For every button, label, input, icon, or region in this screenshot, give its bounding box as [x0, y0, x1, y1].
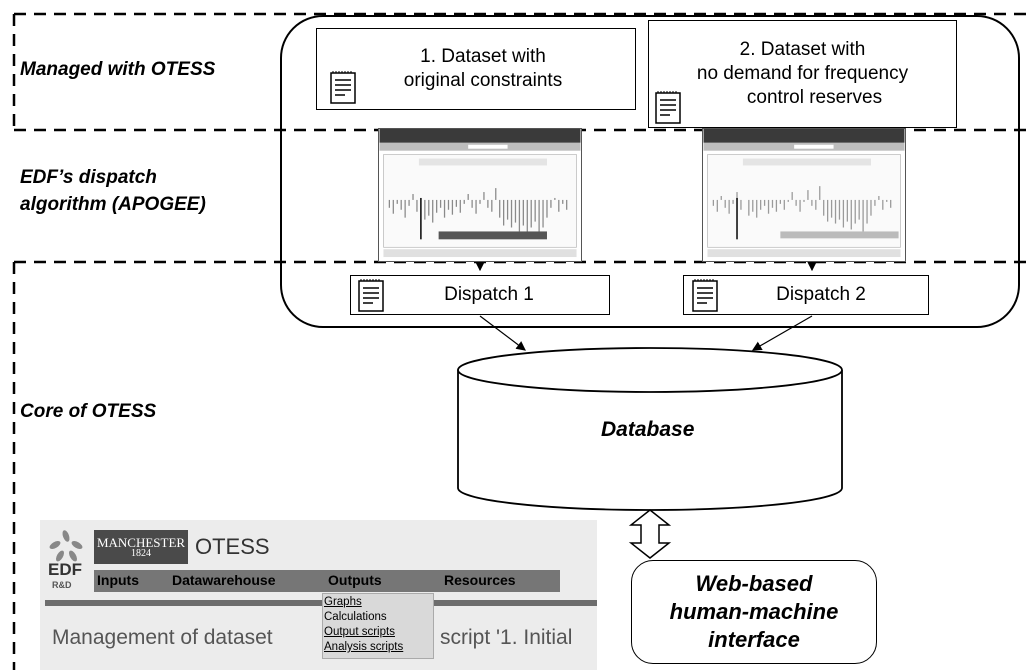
- menu-datawarehouse[interactable]: Datawarehouse: [172, 572, 276, 588]
- region-edf-label-line2: algorithm (APOGEE): [20, 194, 206, 215]
- document-icon: [655, 91, 681, 124]
- dataset-1-line1: 1. Dataset with: [420, 46, 546, 67]
- web-menubar: [94, 570, 560, 592]
- menu-resources[interactable]: Resources: [444, 572, 516, 588]
- dataset-2-line3: control reserves: [746, 87, 883, 108]
- bidirectional-arrow: [628, 509, 672, 559]
- edf-rd-text: R&D: [52, 580, 72, 590]
- web-hmi-box: Web-based human-machine interface: [631, 560, 877, 664]
- database-cylinder: [457, 347, 843, 511]
- process-container: [280, 15, 1020, 328]
- dispatch-2-label: Dispatch 2: [776, 284, 866, 305]
- manchester-logo: MANCHESTER 1824: [94, 530, 188, 564]
- dataset-2-box: 2. Dataset with no demand for frequency …: [648, 20, 957, 128]
- dropdown-item-graphs[interactable]: Graphs: [324, 596, 362, 608]
- arrow-dispatch1-to-db: [479, 315, 526, 351]
- edf-logo-text: EDF: [48, 560, 82, 579]
- hmi-line2: human-machine: [669, 599, 839, 624]
- dropdown-item-calculations[interactable]: Calculations: [324, 611, 387, 623]
- dropdown-item-output-scripts[interactable]: Output scripts: [324, 626, 395, 638]
- hmi-line1: Web-based: [695, 571, 813, 596]
- arrow-dispatch2-to-db: [751, 315, 813, 351]
- page-heading-left: Management of dataset: [52, 626, 273, 649]
- dispatch-1-label: Dispatch 1: [444, 284, 534, 305]
- dataset-1-box: 1. Dataset with original constraints: [316, 28, 636, 110]
- document-icon: [692, 279, 718, 312]
- menu-inputs[interactable]: Inputs: [97, 572, 139, 588]
- dropdown-item-analysis-scripts[interactable]: Analysis scripts: [324, 641, 404, 653]
- apogee-screenshot-2: [702, 128, 906, 262]
- dispatch-1-box: Dispatch 1: [350, 275, 610, 315]
- region-managed-label: Managed with OTESS: [20, 59, 216, 80]
- dataset-1-line2: original constraints: [403, 70, 563, 91]
- dispatch-2-box: Dispatch 2: [683, 275, 929, 315]
- manchester-logo-text: MANCHESTER: [96, 534, 186, 550]
- apogee-screenshot-1: [378, 128, 582, 262]
- hmi-line3: interface: [708, 627, 800, 652]
- database-label: Database: [601, 418, 695, 441]
- document-icon: [330, 71, 356, 104]
- dataset-2-line1: 2. Dataset with: [739, 39, 866, 60]
- otess-app-title: OTESS: [195, 534, 270, 559]
- edf-logo: [49, 530, 83, 562]
- menu-outputs[interactable]: Outputs: [328, 572, 382, 588]
- document-icon: [358, 279, 384, 312]
- outputs-dropdown-menu: [322, 593, 434, 659]
- region-core-label: Core of OTESS: [20, 401, 157, 422]
- region-edf-label-line1: EDF’s dispatch: [20, 167, 157, 188]
- page-heading-right: script '1. Initial: [440, 626, 573, 649]
- dataset-2-line2: no demand for frequency: [696, 63, 909, 84]
- web-divider-bar: [45, 600, 597, 606]
- manchester-logo-year: 1824: [131, 547, 151, 559]
